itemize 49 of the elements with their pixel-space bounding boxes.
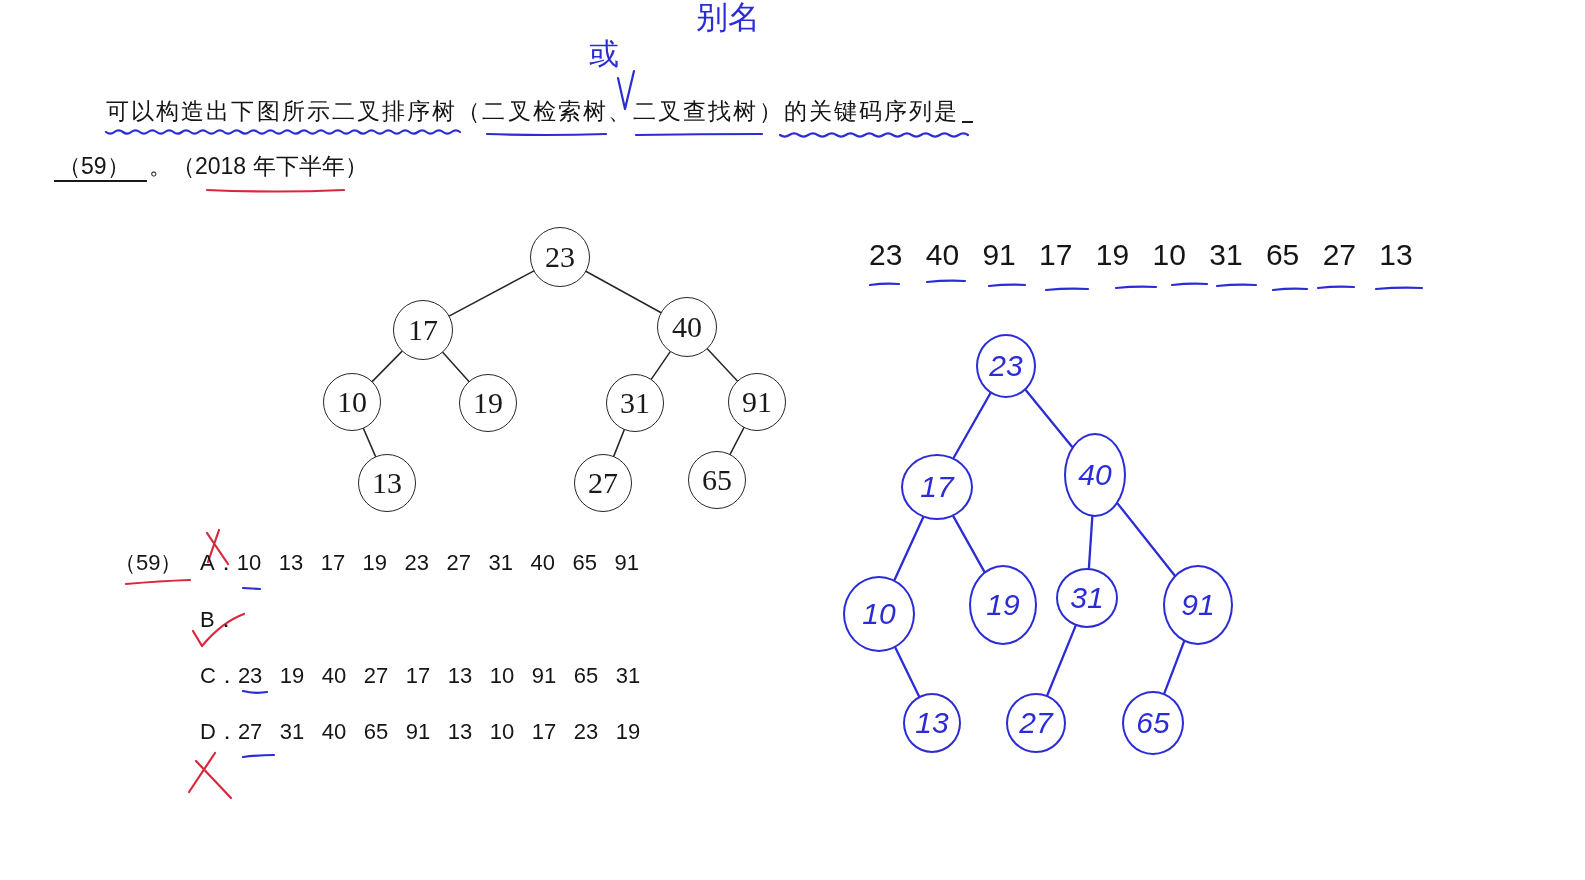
tree-node: 40 bbox=[657, 297, 717, 357]
tree-edge bbox=[729, 427, 745, 455]
tree-edge bbox=[448, 270, 535, 317]
handwritten-note: 别名 bbox=[696, 1, 760, 33]
answer-option: C．23 19 40 27 17 13 10 91 65 31 bbox=[200, 665, 641, 687]
question-text: 可以构造出下图所示二叉排序树（二叉检索树、二叉查找树）的关键码序列是 bbox=[106, 100, 960, 123]
hand-drawn-node: 27 bbox=[1006, 693, 1066, 753]
tree-node: 19 bbox=[459, 374, 517, 432]
tree-edge bbox=[585, 270, 662, 314]
tree-node: 31 bbox=[606, 374, 664, 432]
hand-drawn-node: 17 bbox=[901, 454, 973, 520]
tree-edge bbox=[1163, 640, 1186, 695]
tree-edge bbox=[1116, 502, 1176, 577]
tree-node: 17 bbox=[393, 300, 453, 360]
tree-edge bbox=[1087, 515, 1094, 570]
answer-option: A．10 13 17 19 23 27 31 40 65 91 bbox=[200, 552, 639, 574]
hand-drawn-node: 31 bbox=[1056, 568, 1118, 628]
tree-node: 65 bbox=[688, 451, 746, 509]
hand-drawn-node: 91 bbox=[1163, 565, 1233, 645]
tree-node: 27 bbox=[574, 454, 632, 512]
hand-drawn-node: 13 bbox=[903, 693, 961, 753]
tree-edge bbox=[952, 515, 986, 573]
tree-node: 23 bbox=[530, 227, 590, 287]
hand-drawn-node: 40 bbox=[1064, 433, 1126, 517]
answer-option: B． bbox=[200, 609, 237, 631]
tree-edge bbox=[650, 351, 671, 380]
tree-edge bbox=[952, 392, 992, 459]
tree-edge bbox=[613, 429, 625, 457]
question-source: 。（2018 年下半年） bbox=[149, 155, 368, 178]
tree-edge bbox=[1024, 388, 1074, 448]
tree-edge bbox=[1046, 624, 1077, 697]
tree-edge bbox=[362, 427, 377, 458]
tree-node: 13 bbox=[358, 454, 416, 512]
hand-drawn-node: 65 bbox=[1122, 691, 1184, 755]
tree-edge bbox=[894, 646, 921, 698]
answer-option: D．27 31 40 65 91 13 10 17 23 19 bbox=[200, 721, 641, 743]
hand-drawn-node: 10 bbox=[843, 576, 915, 652]
tree-node: 91 bbox=[728, 373, 786, 431]
question-number: （59） bbox=[58, 155, 130, 178]
hand-drawn-node: 23 bbox=[976, 334, 1036, 398]
key-sequence: 23 40 91 17 19 10 31 65 27 13 bbox=[869, 240, 1413, 270]
tree-node: 10 bbox=[323, 373, 381, 431]
question-number: （59） bbox=[114, 552, 183, 574]
tree-edge bbox=[706, 348, 738, 382]
tree-edge bbox=[442, 351, 470, 383]
tree-edge bbox=[371, 350, 403, 383]
tree-edge bbox=[893, 516, 925, 581]
handwritten-note: 或 bbox=[589, 39, 619, 69]
hand-drawn-node: 19 bbox=[969, 565, 1037, 645]
